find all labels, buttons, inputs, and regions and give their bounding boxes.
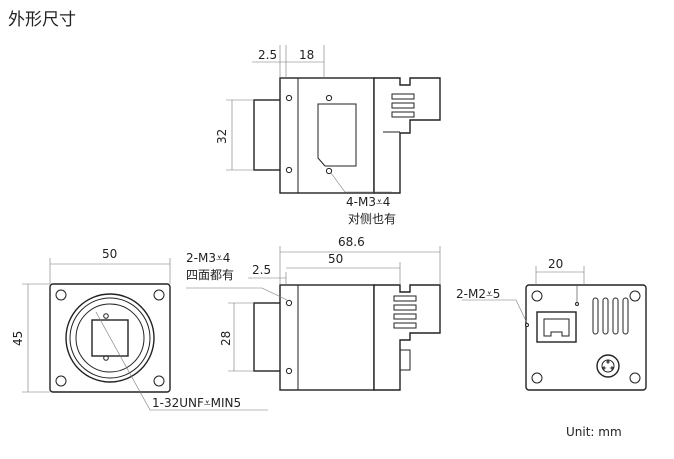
mount-note: 1-32UNF⩡MIN5 [152,396,241,410]
front-height-dim: 45 [11,331,25,346]
side-holes-note-2: 四面都有 [186,268,234,282]
side-offset-dim: 2.5 [252,263,271,277]
side-total-dim: 68.6 [338,235,365,249]
back-view [462,266,647,391]
top-view [226,45,441,194]
front-width-dim: 50 [102,247,117,261]
side-holes-note: 2-M3⩡4 [186,251,230,265]
unit-label: Unit: mm [566,425,622,439]
page-title: 外形尺寸 [8,10,76,30]
back-width-dim: 20 [548,257,563,271]
side-body-dim: 50 [328,252,343,266]
top-height-dim: 32 [215,129,229,144]
top-holes-note: 4-M3⩡4 [346,195,390,209]
top-width-dim: 18 [299,48,314,62]
front-view [22,258,268,411]
side-view [186,246,441,391]
top-offset-dim: 2.5 [258,48,277,62]
top-holes-note-2: 对侧也有 [348,212,396,226]
side-height-dim: 28 [219,331,233,346]
back-holes-note: 2-M2⩡5 [456,287,500,301]
